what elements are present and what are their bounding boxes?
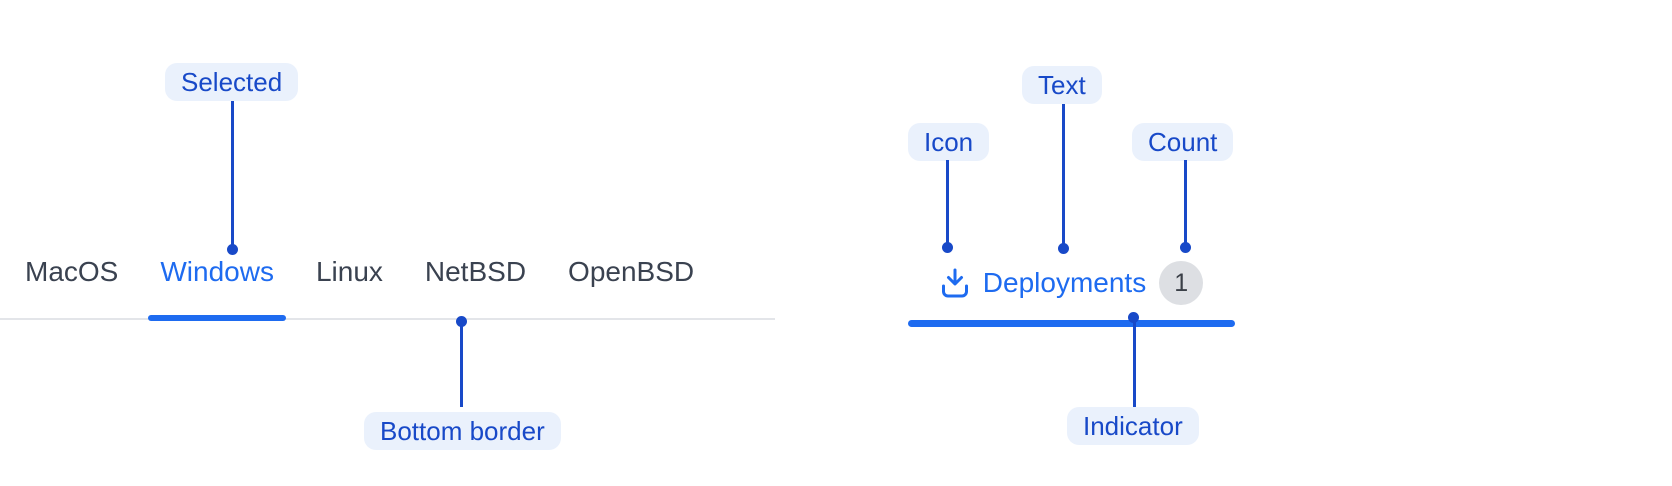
callout-line-count <box>1184 160 1187 244</box>
tab-windows[interactable]: Windows <box>148 240 286 321</box>
selected-tab-underline <box>148 315 286 321</box>
callout-dot-selected <box>227 244 238 255</box>
count-badge: 1 <box>1159 261 1204 305</box>
callout-dot-bottom-border <box>456 316 467 327</box>
callout-count: Count <box>1132 123 1234 161</box>
callout-text: Text <box>1022 66 1102 104</box>
callout-selected: Selected <box>165 63 299 101</box>
callout-indicator: Indicator <box>1067 407 1199 445</box>
callout-dot-text <box>1058 243 1069 254</box>
callout-line-indicator <box>1133 321 1136 407</box>
callout-icon: Icon <box>908 123 990 161</box>
tab-linux-label: Linux <box>315 256 383 287</box>
callout-dot-icon <box>942 242 953 253</box>
tab-deployments-label: Deployments <box>982 267 1147 298</box>
os-tabbar: MacOS Windows Linux NetBSD OpenBSD <box>0 240 775 321</box>
tab-macos-label: MacOS <box>25 256 119 287</box>
tab-deployments[interactable]: Deployments 1 <box>908 255 1235 327</box>
callout-line-text <box>1062 104 1065 246</box>
callout-line-selected <box>231 101 234 247</box>
callout-dot-count <box>1180 242 1191 253</box>
tab-netbsd[interactable]: NetBSD <box>413 240 538 304</box>
tab-macos[interactable]: MacOS <box>13 240 130 304</box>
callout-dot-indicator <box>1128 312 1139 323</box>
callout-bottom-border: Bottom border <box>364 412 561 450</box>
selection-indicator <box>908 320 1235 327</box>
download-icon <box>940 267 970 299</box>
tab-linux[interactable]: Linux <box>304 240 395 304</box>
callout-line-icon <box>946 160 949 244</box>
tab-windows-label: Windows <box>160 256 274 287</box>
tab-openbsd-label: OpenBSD <box>568 256 695 287</box>
callout-line-bottom-border <box>460 326 463 407</box>
tab-netbsd-label: NetBSD <box>424 256 527 287</box>
tab-openbsd[interactable]: OpenBSD <box>556 240 706 304</box>
